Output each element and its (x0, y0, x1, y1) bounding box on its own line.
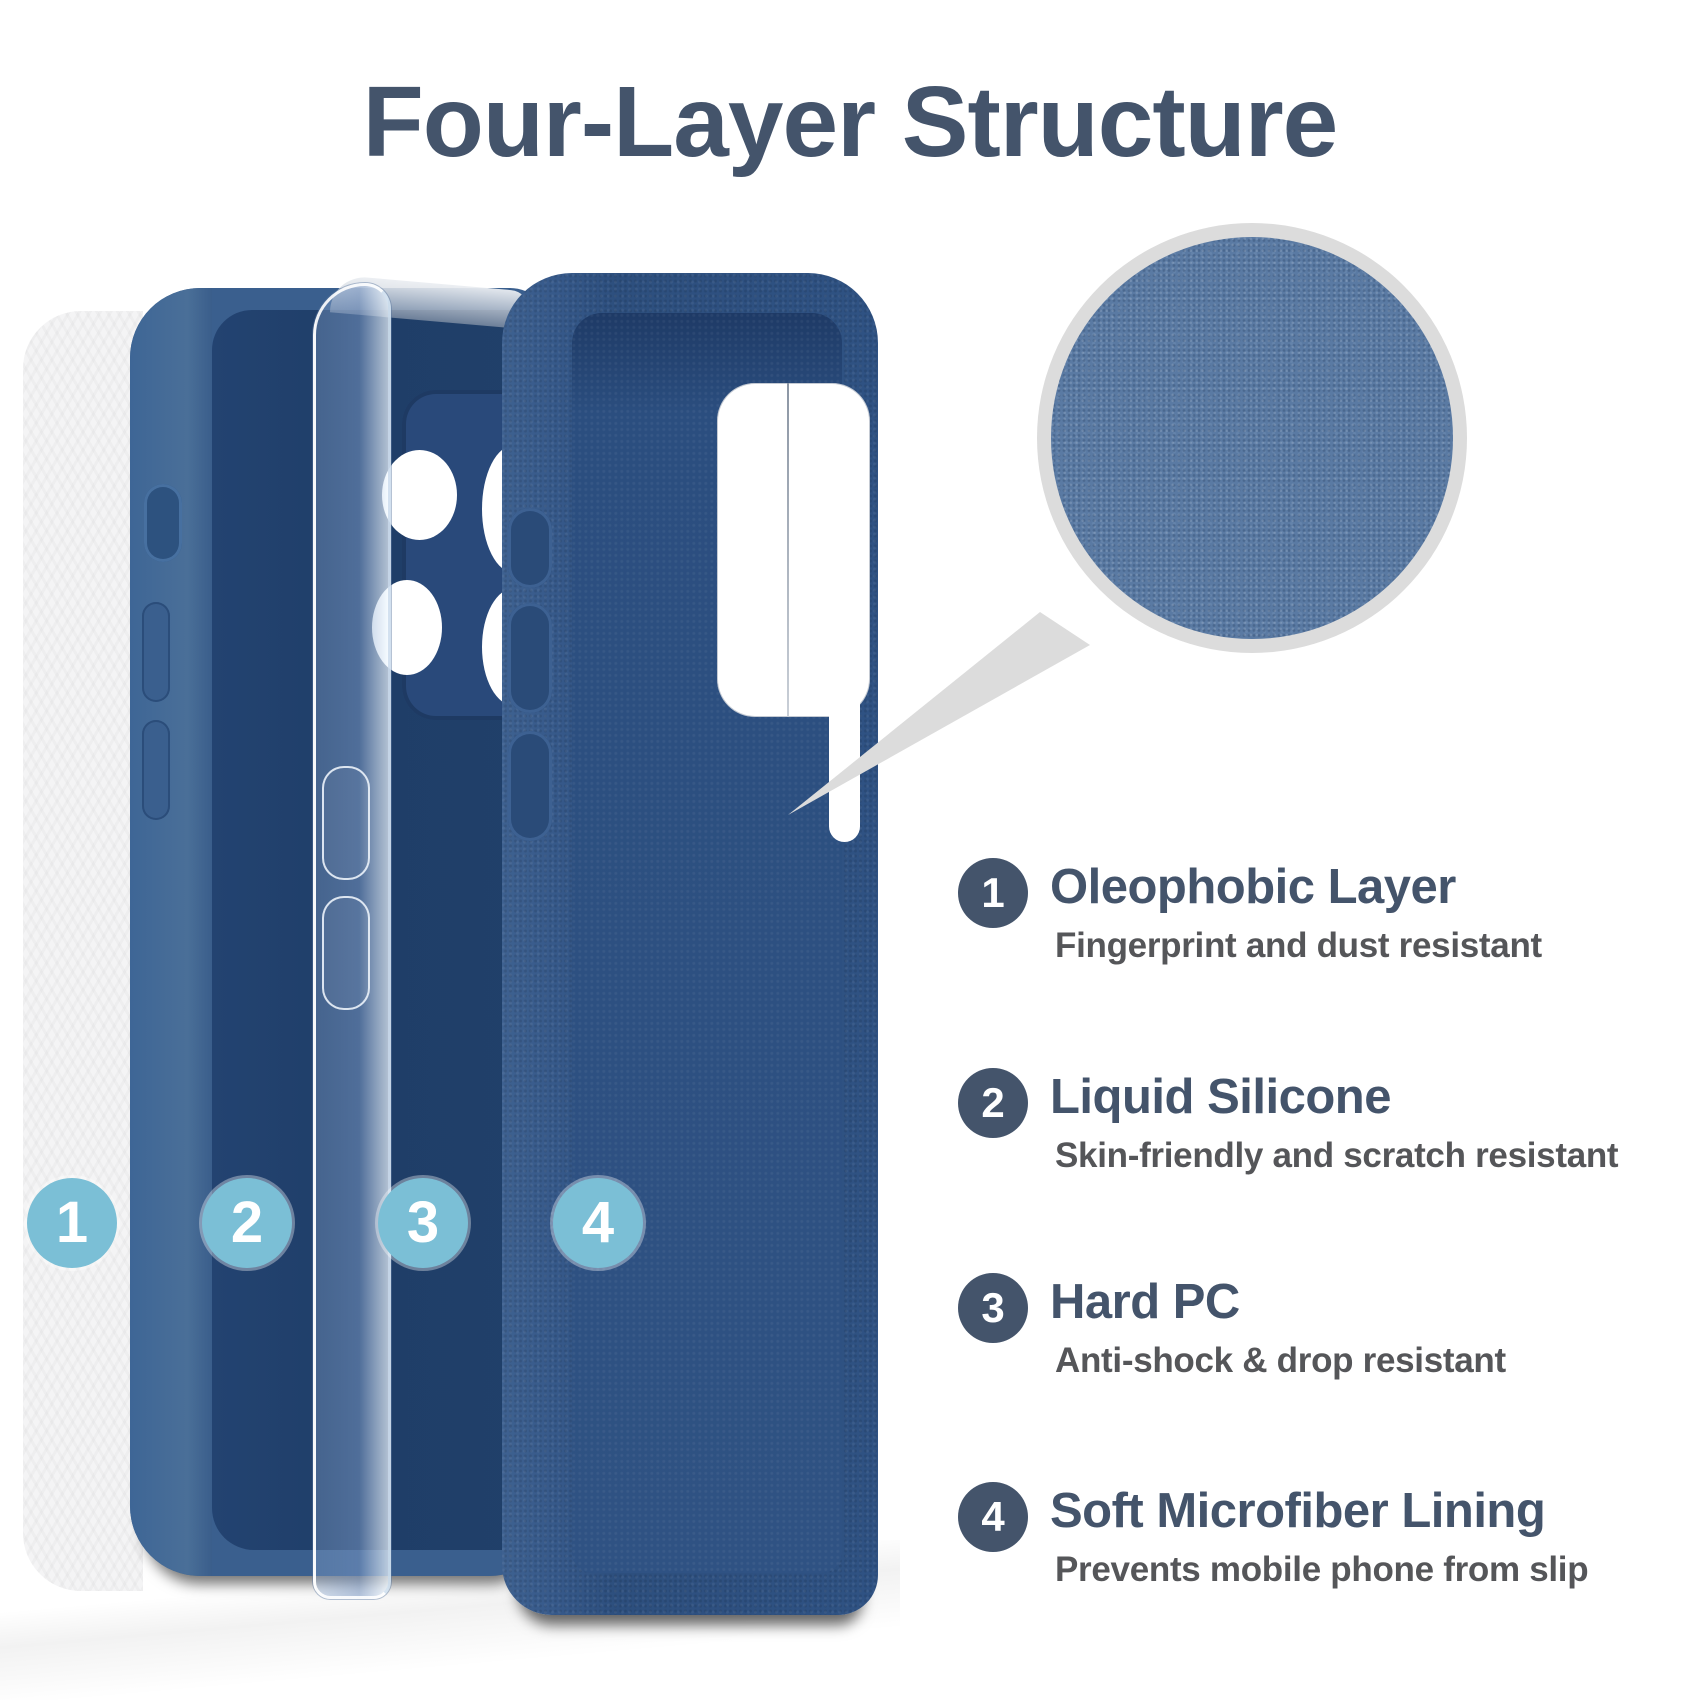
microfiber-switch-cutout (508, 508, 552, 588)
feature-number-badge: 2 (958, 1068, 1028, 1138)
feature-description: Anti-shock & drop resistant (1055, 1341, 1506, 1380)
feature-number-badge: 3 (958, 1273, 1028, 1343)
feature-item-silicone: 2 Liquid Silicone Skin-friendly and scra… (958, 1068, 1678, 1218)
microfiber-button-cutout (508, 603, 552, 713)
volume-up-button (142, 602, 170, 702)
feature-title: Soft Microfiber Lining (1050, 1484, 1546, 1538)
feature-title: Liquid Silicone (1050, 1070, 1391, 1124)
camera-cutout (717, 383, 870, 717)
page-title: Four-Layer Structure (362, 66, 1339, 178)
pc-button-cutout (322, 896, 370, 1010)
layer-badge-3: 3 (378, 1178, 468, 1268)
volume-down-button (142, 720, 170, 820)
feature-number-badge: 4 (958, 1482, 1028, 1552)
silent-switch-cutout (144, 484, 182, 562)
microfiber-button-cutout (508, 731, 552, 841)
case-exploded-illustration: 1 2 3 4 (0, 273, 900, 1700)
pc-button-cutout (322, 766, 370, 880)
feature-title: Oleophobic Layer (1050, 860, 1456, 914)
feature-description: Skin-friendly and scratch resistant (1055, 1136, 1619, 1175)
feature-item-oleophobic: 1 Oleophobic Layer Fingerprint and dust … (958, 858, 1678, 1008)
feature-title: Hard PC (1050, 1275, 1240, 1329)
feature-description: Fingerprint and dust resistant (1055, 926, 1542, 965)
feature-number-badge: 1 (958, 858, 1028, 928)
feature-item-hard-pc: 3 Hard PC Anti-shock & drop resistant (958, 1273, 1678, 1423)
microfiber-lining-layer (502, 273, 878, 1615)
feature-description: Prevents mobile phone from slip (1055, 1550, 1589, 1589)
microfiber-texture-closeup (1051, 237, 1453, 639)
layer-badge-2: 2 (202, 1178, 292, 1268)
layer-badge-4: 4 (553, 1178, 643, 1268)
pc-edge-through-cutout (787, 383, 789, 717)
oleophobic-layer (23, 311, 143, 1591)
hard-pc-layer (313, 283, 391, 1599)
lens-hole (382, 450, 457, 540)
layer-badge-1: 1 (27, 1178, 117, 1268)
microfiber-inner-face (572, 313, 870, 1573)
feature-item-microfiber: 4 Soft Microfiber Lining Prevents mobile… (958, 1482, 1678, 1632)
magnifier-circle (1037, 223, 1467, 653)
